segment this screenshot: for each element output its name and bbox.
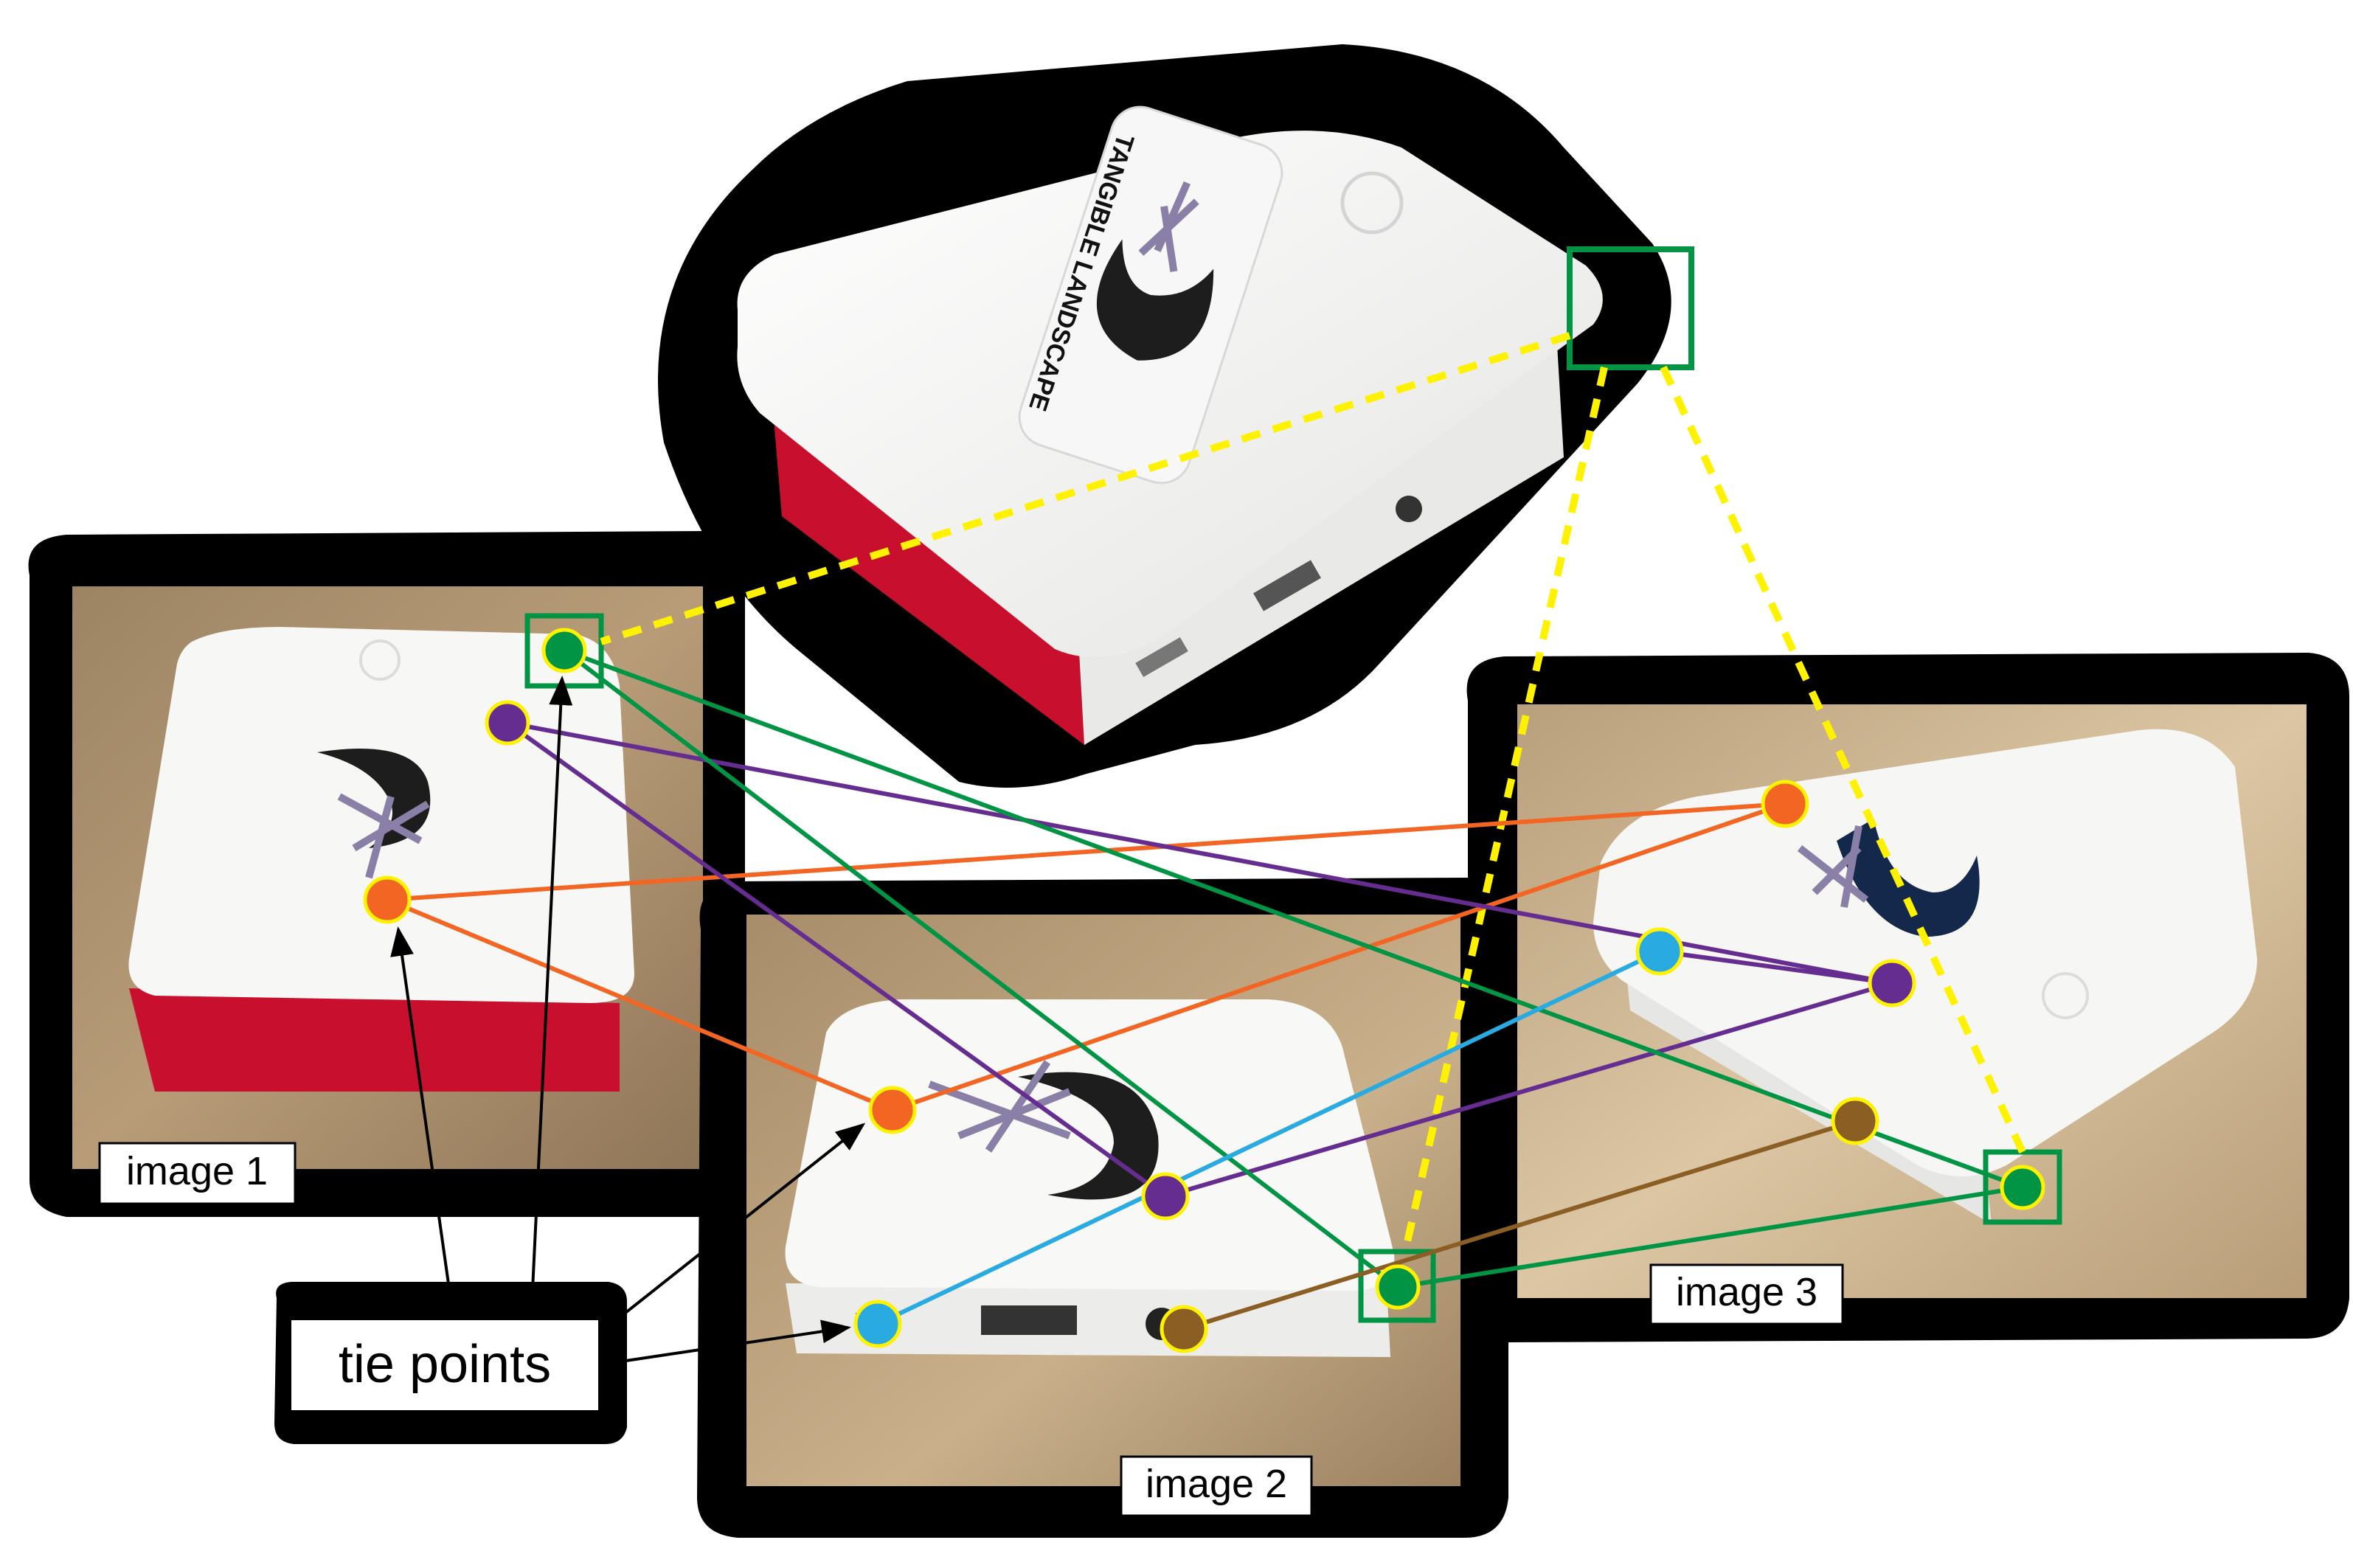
image-2-case-lid bbox=[785, 999, 1395, 1291]
tie-line-orange-1-3 bbox=[387, 802, 1786, 902]
image-1-case-red bbox=[129, 988, 620, 1092]
tie-points-label-text: tie points bbox=[339, 1335, 551, 1394]
image-3-tie-box bbox=[1983, 1149, 2062, 1225]
tie-line-purple-3-blue bbox=[1659, 949, 1893, 985]
tie-line-orange-2-3 bbox=[892, 802, 1786, 1112]
image-2-tie-box bbox=[1358, 1249, 1436, 1323]
tie-point-purple-image-1 bbox=[485, 700, 530, 746]
image-2-label: image 2 bbox=[1120, 1455, 1313, 1517]
tie-line-purple-1-2 bbox=[506, 721, 1167, 1198]
callout-arrow-1 bbox=[390, 926, 455, 1321]
tie-line-blue-2-3 bbox=[876, 949, 1661, 1326]
image-1-raspberry-icon bbox=[359, 639, 401, 681]
tie-line-green-1-2 bbox=[563, 648, 1399, 1289]
callout-arrows bbox=[390, 676, 866, 1366]
image-1-logo-reeds bbox=[337, 793, 430, 879]
image-3-raspberry-icon bbox=[2042, 972, 2089, 1019]
tie-points-label: tie points bbox=[274, 1282, 627, 1444]
port-audio bbox=[1396, 496, 1422, 522]
reference-model: TANGIBLE LANDSCAPE bbox=[658, 44, 1694, 788]
image-2-case-front bbox=[786, 1283, 1390, 1357]
image-2-label-text: image 2 bbox=[1146, 1462, 1287, 1506]
projection-line-image-3 bbox=[1660, 365, 2026, 1154]
projection-line-image-1 bbox=[600, 332, 1571, 645]
image-1-label: image 1 bbox=[98, 1142, 297, 1205]
tie-point-purple-image-3 bbox=[1868, 959, 1916, 1007]
image-2-port-hdmi bbox=[981, 1305, 1077, 1335]
tie-markers bbox=[363, 628, 2045, 1353]
callout-arrow-4 bbox=[600, 1319, 851, 1366]
tie-point-brown-image-2 bbox=[1160, 1305, 1208, 1353]
callout-arrow-3 bbox=[596, 1123, 866, 1336]
tie-point-green-image-2 bbox=[1375, 1264, 1421, 1310]
image-3-label: image 3 bbox=[1649, 1263, 1844, 1325]
tie-point-green-image-3 bbox=[2000, 1165, 2045, 1210]
projection-lines bbox=[600, 332, 2026, 1253]
tie-line-orange-1-2 bbox=[386, 898, 894, 1112]
image-3-case-lid bbox=[1593, 729, 2257, 1176]
tie-point-blue-image-3 bbox=[1635, 927, 1684, 976]
case-white-side bbox=[1077, 332, 1564, 745]
tie-line-green-2-3 bbox=[1397, 1185, 2023, 1289]
tie-point-orange-image-3 bbox=[1761, 780, 1809, 828]
port-hdmi bbox=[1253, 560, 1321, 611]
reference-tie-box bbox=[1567, 246, 1694, 370]
tie-point-orange-image-1 bbox=[363, 875, 412, 924]
tie-line-green-1-3 bbox=[563, 648, 2024, 1190]
image-3-logo-reeds bbox=[1797, 825, 1869, 908]
tie-point-blue-image-2 bbox=[853, 1300, 902, 1348]
tie-point-orange-image-2 bbox=[868, 1086, 917, 1134]
image-2-panel: image 2 bbox=[697, 878, 1508, 1538]
tie-point-brown-image-3 bbox=[1831, 1097, 1879, 1145]
tie-point-green-image-1 bbox=[541, 628, 587, 673]
callout-arrow-2 bbox=[530, 676, 573, 1321]
image-3-logo bbox=[1837, 819, 1980, 937]
image-3-label-text: image 3 bbox=[1676, 1270, 1817, 1314]
port-usb bbox=[1135, 636, 1188, 678]
projection-line-image-2 bbox=[1401, 366, 1608, 1253]
tie-line-brown-2-3 bbox=[1183, 1119, 1856, 1331]
image-1-label-text: image 1 bbox=[126, 1149, 268, 1193]
raspberry-emboss-icon bbox=[1340, 171, 1404, 235]
tie-line-purple-2-3 bbox=[1165, 981, 1893, 1198]
tie-point-purple-image-2 bbox=[1141, 1172, 1190, 1221]
image-2-logo-reeds bbox=[928, 1060, 1071, 1153]
